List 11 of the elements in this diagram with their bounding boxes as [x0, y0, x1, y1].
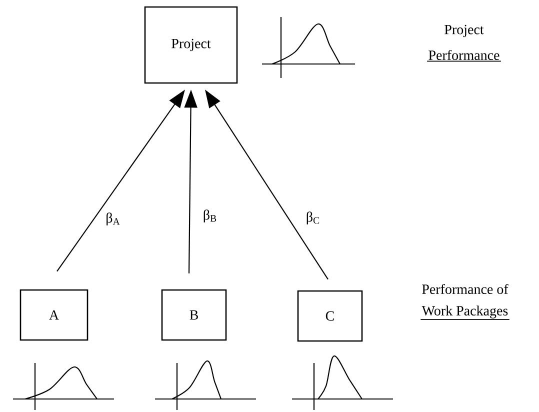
box: Project — [144, 6, 238, 84]
box: B — [161, 289, 227, 341]
edge-label: β$_{B}$ — [202, 208, 218, 224]
underlined-label: Work Packages — [420, 306, 510, 320]
label: Performance of — [422, 284, 508, 294]
edge-label: β$_{C}$ — [304, 210, 322, 226]
underlined-label: Performance — [426, 50, 502, 62]
box: A — [20, 289, 88, 341]
label: Project — [444, 24, 484, 38]
box: C — [297, 290, 363, 342]
edge-label: β$_{A}$ — [104, 212, 122, 226]
